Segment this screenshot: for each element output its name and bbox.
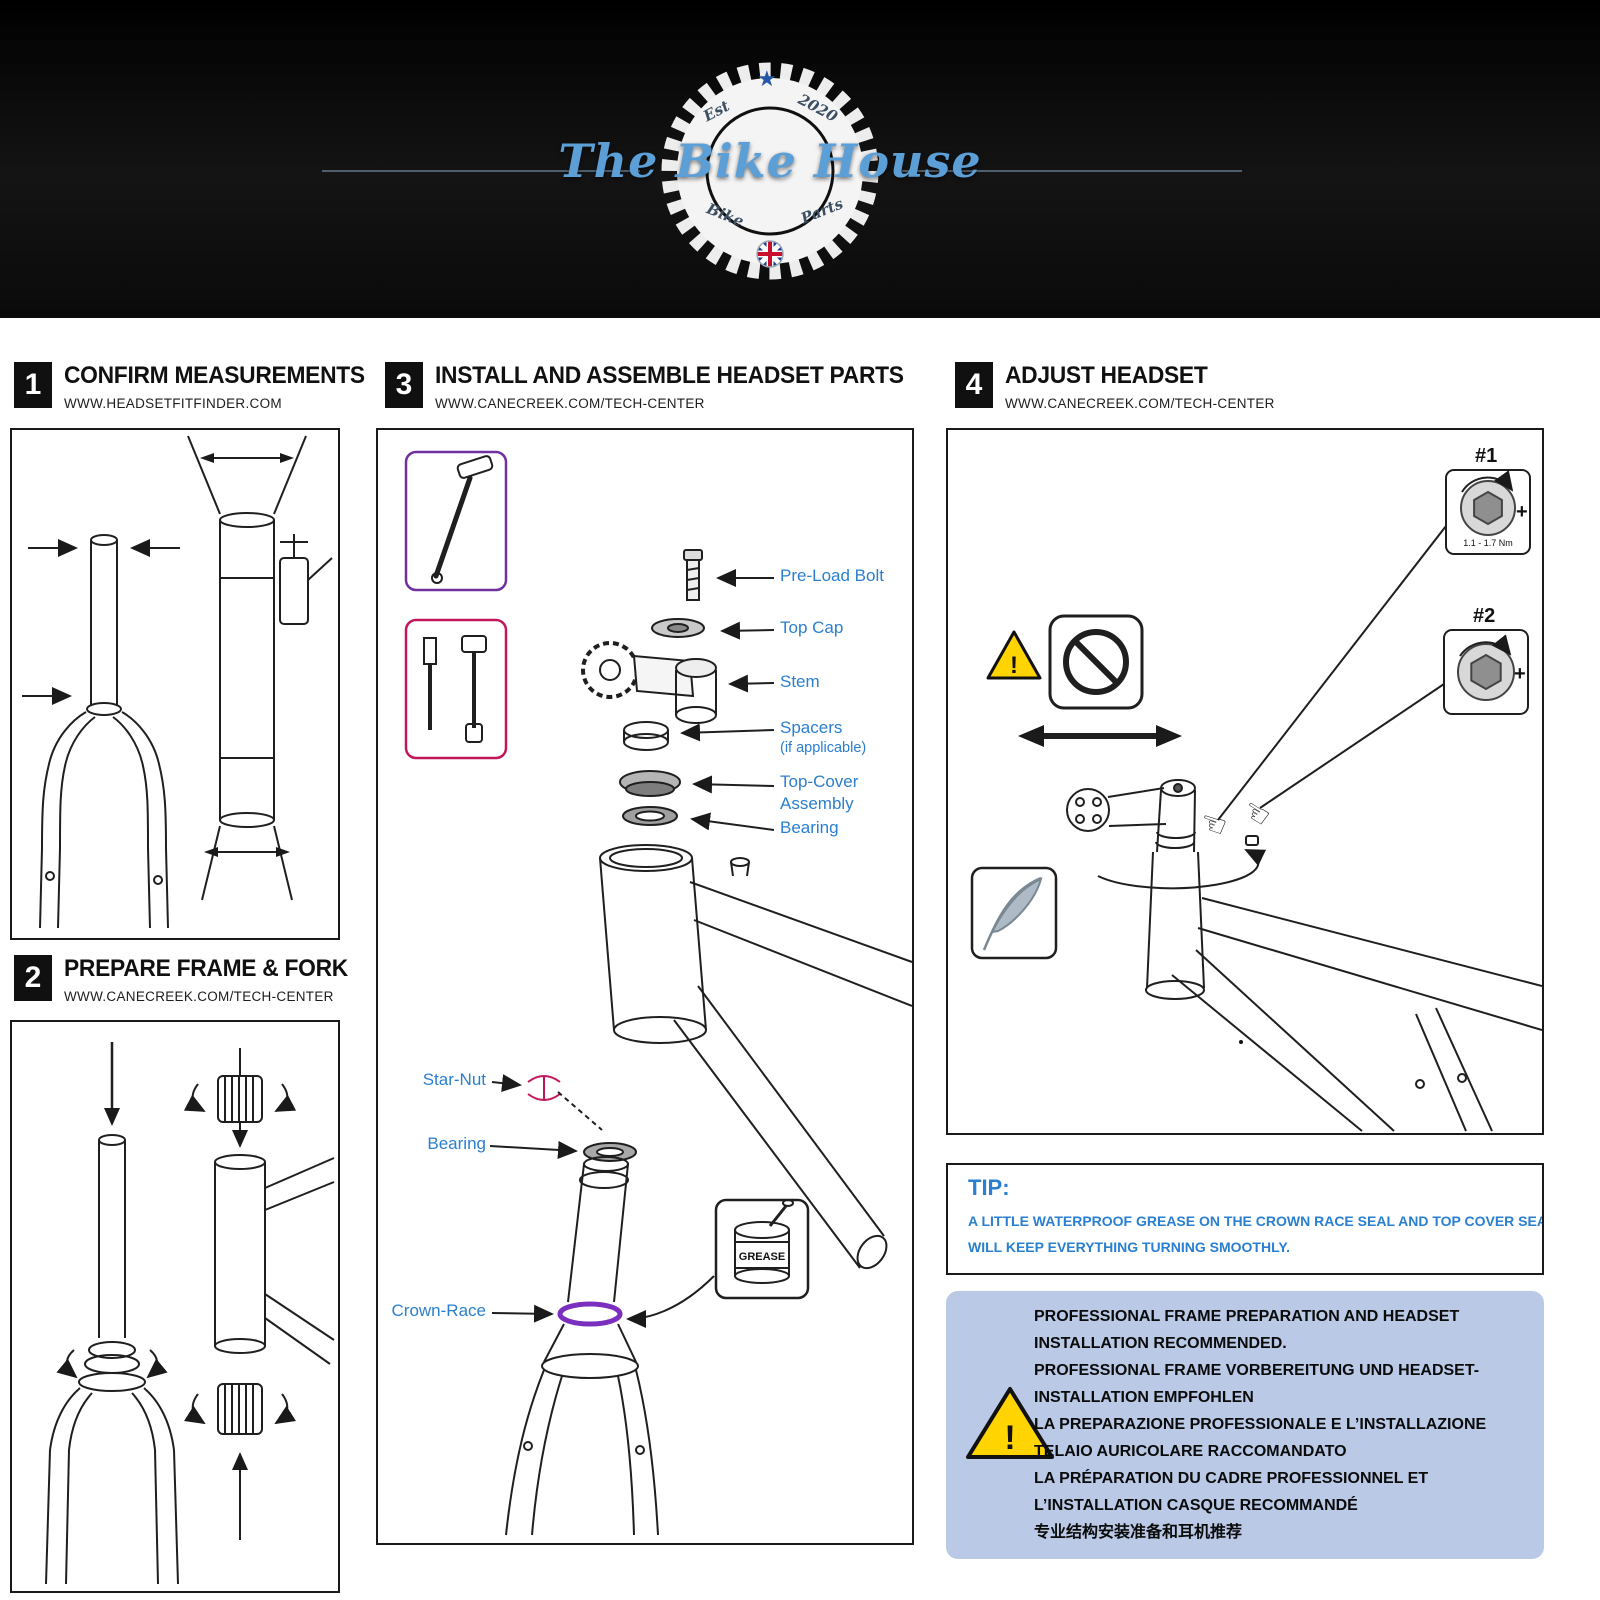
panel-prepare-frame-fork [10, 1020, 340, 1593]
warning-triangle-icon [986, 630, 1042, 680]
adjust-headset-drawing: #1 + 1.1 - 1.7 Nm #2 + ! ☜ ☜ [970, 445, 1542, 1132]
label-top-cover-assembly: Assembly [780, 794, 854, 813]
preload-bolt-part [683, 549, 703, 601]
label-star-nut: Star-Nut [422, 1070, 486, 1089]
brand-title: The Bike House [558, 134, 982, 188]
notice-box: ! PROFESSIONAL FRAME PREPARATION AND HEA… [946, 1291, 1544, 1559]
pointing-hand-icon: ☜ [1195, 805, 1231, 845]
headset-exploded-drawing: GREASE [404, 450, 912, 1536]
step-1-title: CONFIRM MEASUREMENTS [64, 362, 365, 389]
grease-label: GREASE [739, 1251, 785, 1263]
star-icon: ★ [757, 66, 777, 91]
prohibition-icon [1048, 614, 1144, 710]
gear-logo-icon [661, 62, 879, 280]
step-4-title: ADJUST HEADSET [1005, 362, 1208, 389]
notice-warning-icon: ! [966, 1387, 1054, 1459]
ornament-line-left [322, 170, 640, 172]
step-1-header: 1 CONFIRM MEASUREMENTS WWW.HEADSETFITFIN… [14, 362, 381, 411]
notice-exclam: ! [1004, 1419, 1015, 1457]
warning-exclam: ! [1010, 652, 1018, 679]
label-bearing-upper: Bearing [780, 818, 839, 837]
step-1-number: 1 [14, 362, 52, 408]
label-stem: Stem [780, 672, 820, 691]
frame-tubes [1171, 897, 1542, 1132]
step-1-url: WWW.HEADSETFITFINDER.COM [64, 396, 282, 411]
step-3-url: WWW.CANECREEK.COM/TECH-CENTER [435, 396, 705, 411]
stem-steerer-assembly [1066, 779, 1267, 1000]
header-banner: Est 2020 ★ Bike Parts The Bike House [0, 0, 1600, 318]
bearing-upper-part [622, 806, 678, 826]
stem-part [581, 641, 717, 724]
crown-race-part [557, 1301, 623, 1327]
uk-flag-icon [756, 240, 784, 268]
double-arrow-icon [1018, 725, 1182, 747]
torque-icon-1 [1445, 469, 1531, 555]
torque-1-range: 1.1 - 1.7 Nm [1463, 538, 1513, 548]
frame-head-tube [599, 844, 912, 1270]
notice-line: TELAIO AURICOLARE RACCOMANDATO [1034, 1443, 1347, 1460]
tool-card-purple [404, 450, 508, 592]
fork-steerer [567, 1156, 629, 1303]
torque-icon-2 [1443, 629, 1529, 715]
step-4-url: WWW.CANECREEK.COM/TECH-CENTER [1005, 396, 1275, 411]
label-bearing-lower: Bearing [427, 1134, 486, 1153]
frame-fork-prep-drawing [45, 1042, 335, 1585]
notice-line: INSTALLATION RECOMMENDED. [1034, 1335, 1287, 1352]
notice-line: INSTALLATION EMPFOHLEN [1034, 1389, 1254, 1406]
step-4-number: 4 [955, 362, 993, 408]
step-2-url: WWW.CANECREEK.COM/TECH-CENTER [64, 989, 334, 1004]
label-spacers: Spacers [780, 718, 843, 737]
label-preload-bolt: Pre-Load Bolt [780, 566, 884, 585]
notice-line: L’INSTALLATION CASQUE RECOMMANDÉ [1034, 1497, 1358, 1514]
tip-box: TIP: A LITTLE WATERPROOF GREASE ON THE C… [946, 1163, 1544, 1275]
bearing-lower-part [583, 1142, 637, 1162]
tip-line-1: A LITTLE WATERPROOF GREASE ON THE CROWN … [968, 1213, 1544, 1229]
panel-adjust-headset: #1 + 1.1 - 1.7 Nm #2 + ! ☜ ☜ [946, 428, 1544, 1135]
step-2-header: 2 PREPARE FRAME & FORK WWW.CANECREEK.COM… [14, 955, 363, 1004]
torque-1-plus: + [1516, 501, 1528, 523]
tip-line-2: WILL KEEP EVERYTHING TURNING SMOOTHLY. [968, 1239, 1291, 1255]
step-2-title: PREPARE FRAME & FORK [64, 955, 348, 982]
fork-measurement-drawing [22, 435, 333, 929]
panel-install-assemble: GREASE Pre-Load Bolt Top Cap Stem Spacer… [376, 428, 914, 1545]
step-3-number: 3 [385, 362, 423, 408]
step-3-header: 3 INSTALL AND ASSEMBLE HEADSET PARTS WWW… [385, 362, 928, 411]
top-cover-part [619, 770, 681, 797]
torque-2-label: #2 [1473, 605, 1495, 627]
notice-line: 专业结构安装准备和耳机推荐 [1034, 1524, 1243, 1541]
tool-card-pink [404, 618, 508, 760]
label-spacers-note: (if applicable) [780, 740, 867, 756]
notice-line: PROFESSIONAL FRAME VORBEREITUNG UND HEAD… [1034, 1362, 1480, 1379]
notice-line: PROFESSIONAL FRAME PREPARATION AND HEADS… [1034, 1308, 1460, 1325]
grease-can [714, 1198, 810, 1300]
label-top-cap: Top Cap [780, 618, 844, 637]
panel-confirm-measurements [10, 428, 340, 940]
torque-2-plus: + [1514, 663, 1526, 685]
notice-line: LA PRÉPARATION DU CADRE PROFESSIONNEL ET [1034, 1470, 1429, 1487]
step-4-header: 4 ADJUST HEADSET WWW.CANECREEK.COM/TECH-… [955, 362, 1275, 411]
notice-line: LA PREPARAZIONE PROFESSIONALE E L’INSTAL… [1034, 1416, 1487, 1433]
feather-icon [970, 866, 1058, 960]
ornament-line-right [902, 170, 1242, 172]
step-3-title: INSTALL AND ASSEMBLE HEADSET PARTS [435, 362, 904, 389]
spacers-part [623, 721, 669, 751]
label-crown-race: Crown-Race [391, 1301, 486, 1320]
fork-crown-legs [505, 1323, 659, 1536]
top-cap-part [651, 618, 705, 638]
step-2-number: 2 [14, 955, 52, 1001]
label-top-cover: Top-Cover [780, 772, 859, 791]
pointing-hand-icon: ☜ [1236, 793, 1276, 835]
torque-1-label: #1 [1475, 445, 1497, 467]
tip-title: TIP: [968, 1175, 1010, 1200]
star-nut-part [527, 1075, 561, 1101]
